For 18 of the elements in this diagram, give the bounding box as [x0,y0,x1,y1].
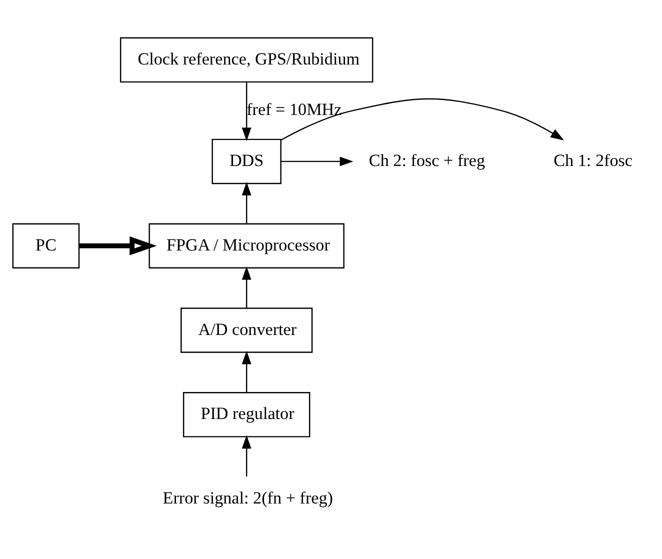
node-box: DDS [212,138,282,184]
node-box: PC [12,223,80,268]
node-box: A/D converter [180,308,313,353]
node-box: Clock reference, GPS/Rubidium [120,37,374,83]
node-box: PID regulator [182,392,310,438]
node-box: FPGA / Microprocessor [148,223,344,268]
arrow [79,236,157,256]
arrow [242,82,252,142]
node-text: Error signal: 2(fn + freg) [162,488,334,508]
node-text: Ch 2: fosc + freg [368,150,486,170]
arrow [242,350,252,392]
edge-label: fref = 10MHz [246,100,342,120]
node-text: Ch 1: 2fosc [554,150,633,170]
arrow [280,98,564,141]
arrow [242,435,252,477]
arrow [281,156,354,166]
arrow [242,266,252,308]
arrow [242,182,252,224]
